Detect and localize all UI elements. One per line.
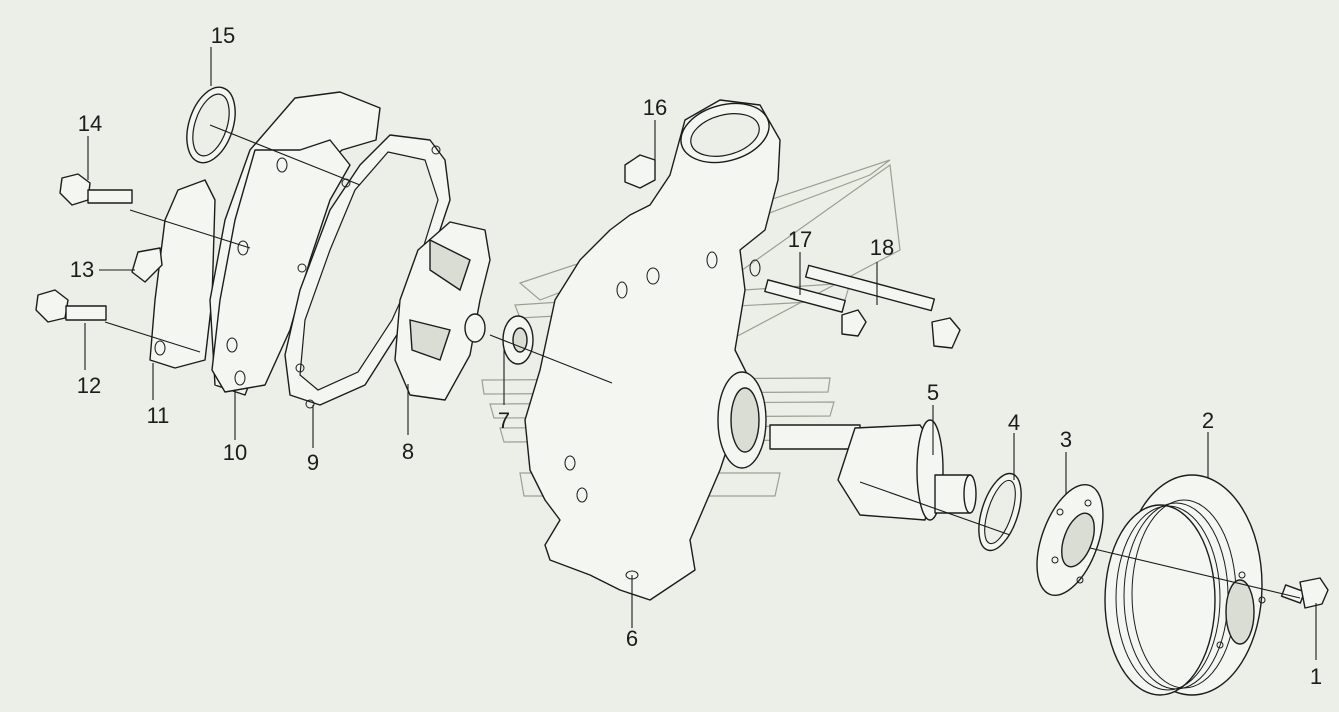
bolt-1 (1280, 577, 1329, 609)
callout-1: 1 (1310, 664, 1322, 689)
leader-lines (84, 47, 1317, 660)
pulley-2 (1104, 474, 1266, 696)
callout-7: 7 (498, 408, 510, 433)
pump-housing-6 (524, 99, 781, 601)
callout-4: 4 (1008, 410, 1020, 435)
callout-2: 2 (1202, 408, 1214, 433)
plug-13 (131, 247, 163, 283)
callout-16: 16 (643, 95, 667, 120)
callout-17: 17 (788, 227, 812, 252)
callout-9: 9 (307, 450, 319, 475)
snap-ring-4 (978, 472, 1022, 552)
callout-15: 15 (211, 23, 235, 48)
plug-16 (624, 154, 656, 189)
bolt-14 (59, 173, 133, 206)
bolt-18 (804, 264, 961, 349)
callout-5: 5 (927, 380, 939, 405)
callout-numbers: 1 2 3 4 5 6 7 8 9 10 11 12 13 14 15 16 1… (70, 23, 1322, 689)
bolt-12 (35, 289, 107, 323)
callout-13: 13 (70, 257, 94, 282)
gasket-9 (284, 134, 451, 409)
callout-11: 11 (147, 403, 170, 428)
callout-8: 8 (402, 439, 414, 464)
callout-12: 12 (77, 373, 101, 398)
callout-14: 14 (78, 111, 102, 136)
callout-10: 10 (223, 440, 247, 465)
shaft-bearing-5 (769, 419, 977, 521)
bolt-17 (764, 279, 867, 337)
pump-cover-10 (209, 91, 381, 396)
impeller-8 (394, 221, 491, 401)
hub-3 (1036, 483, 1104, 597)
callout-18: 18 (870, 235, 894, 260)
callout-6: 6 (626, 626, 638, 651)
seal-7 (502, 315, 534, 365)
callout-3: 3 (1060, 427, 1072, 452)
